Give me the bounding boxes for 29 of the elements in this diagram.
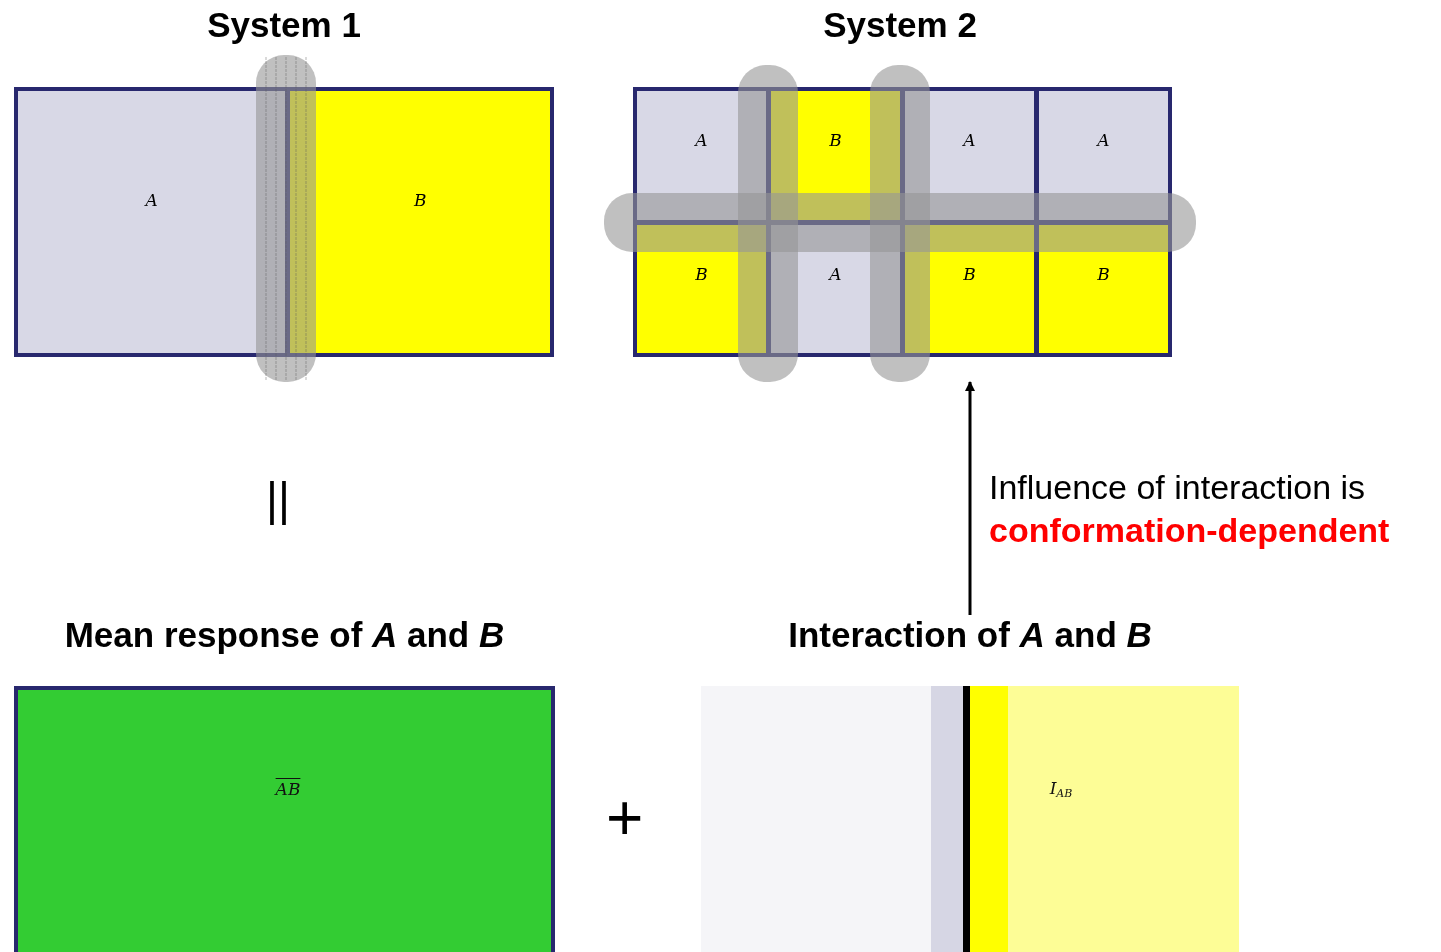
region-cell (637, 91, 766, 220)
region-cell (771, 224, 900, 353)
region-cell (771, 91, 900, 220)
region-cell (905, 91, 1034, 220)
panel-title: System 1 (207, 5, 361, 44)
region-cell (1039, 224, 1168, 353)
region-letter: B (413, 190, 427, 210)
region-letter: B (695, 263, 708, 284)
arrow (965, 381, 975, 615)
region-cell (637, 224, 766, 353)
region-letter: A (145, 190, 158, 210)
region-letter: A (963, 130, 976, 151)
region-letter: B (963, 263, 976, 284)
region-cell (1039, 91, 1168, 220)
math-symbol: I$_{AB}$ (1049, 778, 1073, 800)
region-letter: A (695, 130, 708, 151)
panel-title: Mean response of A and B (64, 615, 505, 654)
region-letter: A (1097, 130, 1110, 151)
panel-title: System 2 (823, 5, 977, 44)
region-cell (905, 224, 1034, 353)
region-letter: A (829, 263, 842, 284)
region-letter: B (829, 130, 842, 151)
region-cell (290, 91, 550, 353)
region-cell (18, 91, 286, 353)
panel-title: Interaction of A and B (788, 615, 1152, 654)
plus-sign: + (606, 786, 644, 850)
region-letter: B (1097, 263, 1110, 284)
edge-label: Influence of interaction is conformation-dependent (989, 467, 1391, 551)
math-symbol: AB (275, 779, 301, 799)
